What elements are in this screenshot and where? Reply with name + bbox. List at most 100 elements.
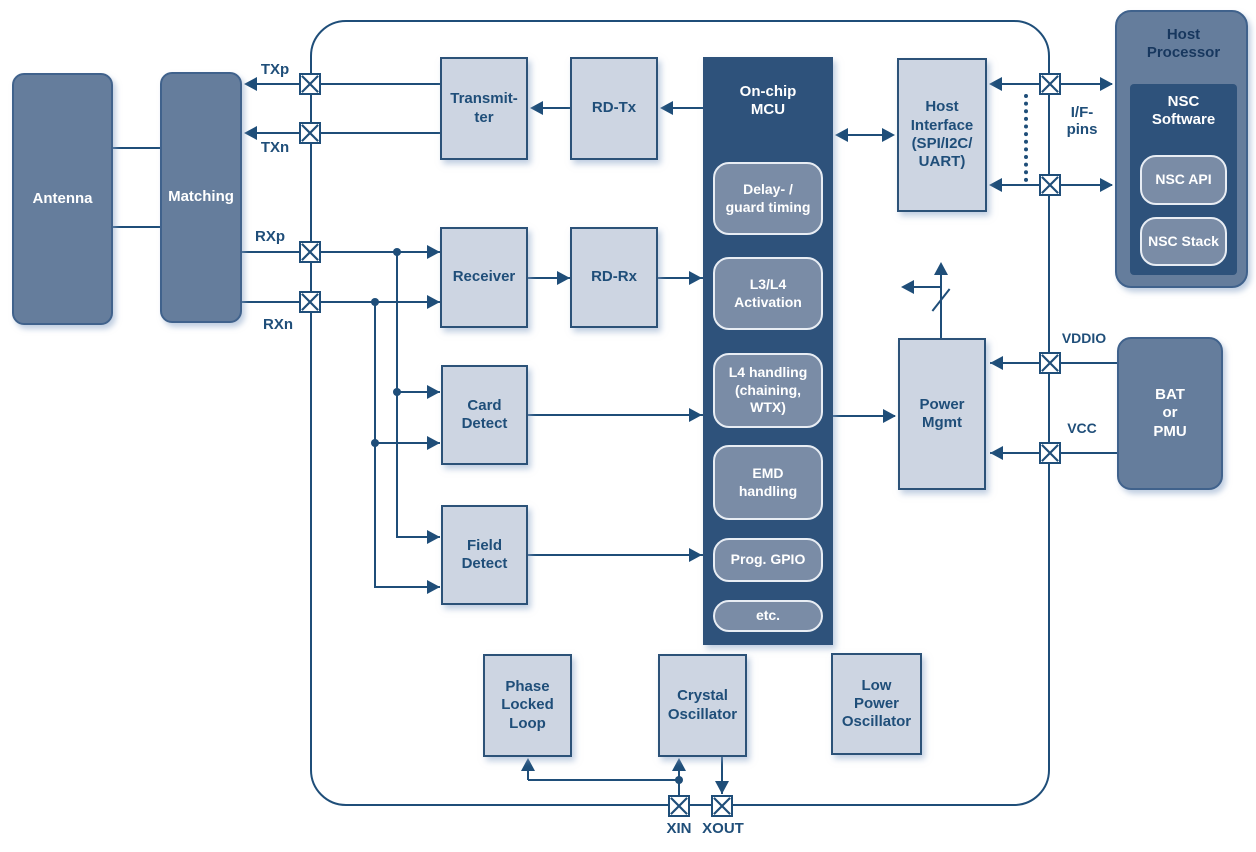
- arrowhead-txp-to-matching: [244, 77, 257, 91]
- wire-field-detect-in-2: [375, 586, 440, 588]
- pin-pad-txp-icon: [299, 73, 321, 95]
- block-rd-rx: RD-Rx: [570, 227, 658, 328]
- arrowhead-rdrx-to-mcu: [689, 271, 702, 285]
- arrowhead-card-detect-2: [427, 436, 440, 450]
- x-glyph: [713, 797, 731, 815]
- block-host-processor: Host Processor NSC Software NSC API NSC …: [1115, 10, 1248, 288]
- mcu-feature-l3-l4-activation: L3/L4 Activation: [713, 257, 823, 330]
- block-antenna: Antenna: [12, 73, 113, 325]
- wire-mcu-rdtx: [662, 107, 703, 109]
- pin-label-rxn: RXn: [263, 316, 293, 333]
- wire-txn: [247, 132, 440, 134]
- pin-pad-rxn-icon: [299, 291, 321, 313]
- wire-xout: [721, 757, 723, 794]
- pin-label-xin: XIN: [666, 820, 692, 837]
- arrowhead-field-detect-1: [427, 530, 440, 544]
- arrowhead-ifupper-to-hostif: [989, 77, 1002, 91]
- wire-field-detect-in-1: [397, 536, 440, 538]
- block-nsc-stack: NSC Stack: [1140, 217, 1227, 266]
- mcu-label: On-chip MCU: [739, 83, 797, 119]
- mcu-feature-emd-handling: EMD handling: [713, 445, 823, 520]
- wire-mcu-powermgmt: [833, 415, 895, 417]
- pin-label-xout: XOUT: [702, 820, 744, 837]
- wire-txp: [247, 83, 440, 85]
- pin-label-vddio: VDDIO: [1061, 330, 1107, 346]
- x-glyph: [301, 75, 319, 93]
- junction-dot: [371, 439, 379, 447]
- arrowhead-to-pll: [521, 758, 535, 771]
- block-on-chip-mcu: On-chip MCU Delay- / guard timing L3/L4 …: [703, 57, 833, 645]
- wire-card-detect-mcu: [528, 414, 703, 416]
- pin-label-txn: TXn: [260, 139, 290, 156]
- wire-rxp: [242, 251, 440, 253]
- x-glyph: [301, 124, 319, 142]
- block-low-power-oscillator: Low Power Oscillator: [831, 653, 922, 755]
- mcu-feature-delay-guard-timing: Delay- / guard timing: [713, 162, 823, 235]
- wire-rdtx-transmitter: [532, 107, 570, 109]
- arrowhead-xin-to-crystal: [672, 758, 686, 771]
- block-transmitter: Transmit- ter: [440, 57, 528, 160]
- wire-receiver-rdrx: [528, 277, 570, 279]
- arrowhead-vddio-to-powermgmt: [990, 356, 1003, 370]
- arrowhead-vcc-to-powermgmt: [990, 446, 1003, 460]
- pin-pad-txn-icon: [299, 122, 321, 144]
- block-phase-locked-loop: Phase Locked Loop: [483, 654, 572, 757]
- x-glyph: [1041, 444, 1059, 462]
- pin-label-txp: TXp: [260, 61, 290, 78]
- pin-pad-xout-icon: [711, 795, 733, 817]
- arrowhead-iflower-to-hostif: [989, 178, 1002, 192]
- junction-dot: [371, 298, 379, 306]
- host-processor-label: Host Processor: [1146, 26, 1221, 62]
- arrowhead-rxp-to-receiver: [427, 245, 440, 259]
- mcu-feature-prog-gpio: Prog. GPIO: [713, 538, 823, 582]
- ifpins-ellipsis-dots: [1024, 94, 1028, 182]
- arrowhead-rxn-to-receiver: [427, 295, 440, 309]
- arrowhead-crystal-to-xout: [715, 781, 729, 794]
- junction-dot: [675, 776, 683, 784]
- arrowhead-iflower-to-hostproc: [1100, 178, 1113, 192]
- x-glyph: [1041, 176, 1059, 194]
- x-glyph: [1041, 354, 1059, 372]
- wire-card-detect-in-1: [397, 391, 440, 393]
- block-card-detect: Card Detect: [441, 365, 528, 465]
- block-nsc-api: NSC API: [1140, 155, 1227, 205]
- arrowhead-txn-to-matching: [244, 126, 257, 140]
- wire-powermgmt-supply-left: [904, 286, 941, 288]
- arrowhead-to-rdtx: [660, 101, 673, 115]
- wire-antenna-matching-bottom: [113, 226, 160, 228]
- arrowhead-supply-left: [901, 280, 914, 294]
- block-power-mgmt: Power Mgmt: [898, 338, 986, 490]
- mcu-feature-etc: etc.: [713, 600, 823, 632]
- wire-mcu-hostif: [840, 134, 892, 136]
- arrowhead-ifupper-to-hostproc: [1100, 77, 1113, 91]
- wire-rxn: [242, 301, 440, 303]
- pin-pad-vddio-icon: [1039, 352, 1061, 374]
- wire-field-detect-mcu: [528, 554, 703, 556]
- pin-label-if-pins: I/F- pins: [1066, 104, 1098, 139]
- x-glyph: [1041, 75, 1059, 93]
- block-matching: Matching: [160, 72, 242, 323]
- pin-label-vcc: VCC: [1067, 420, 1097, 436]
- pin-pad-vcc-icon: [1039, 442, 1061, 464]
- x-glyph: [301, 243, 319, 261]
- wire-powermgmt-supply-up: [940, 266, 942, 338]
- junction-dot: [393, 388, 401, 396]
- arrowhead-to-hostif: [882, 128, 895, 142]
- wire-card-detect-in-2: [375, 442, 440, 444]
- wire-xin-pll-branch: [528, 779, 679, 781]
- arrowhead-to-mcu: [835, 128, 848, 142]
- x-glyph: [301, 293, 319, 311]
- pin-pad-if-lower-icon: [1039, 174, 1061, 196]
- block-field-detect: Field Detect: [441, 505, 528, 605]
- block-nsc-software: NSC Software NSC API NSC Stack: [1130, 84, 1237, 275]
- junction-dot: [393, 248, 401, 256]
- x-glyph: [670, 797, 688, 815]
- block-crystal-oscillator: Crystal Oscillator: [658, 654, 747, 757]
- pin-pad-rxp-icon: [299, 241, 321, 263]
- arrowhead-to-transmitter: [530, 101, 543, 115]
- arrowhead-field-detect-2: [427, 580, 440, 594]
- block-receiver: Receiver: [440, 227, 528, 328]
- block-rd-tx: RD-Tx: [570, 57, 658, 160]
- wire-rdrx-mcu: [658, 277, 703, 279]
